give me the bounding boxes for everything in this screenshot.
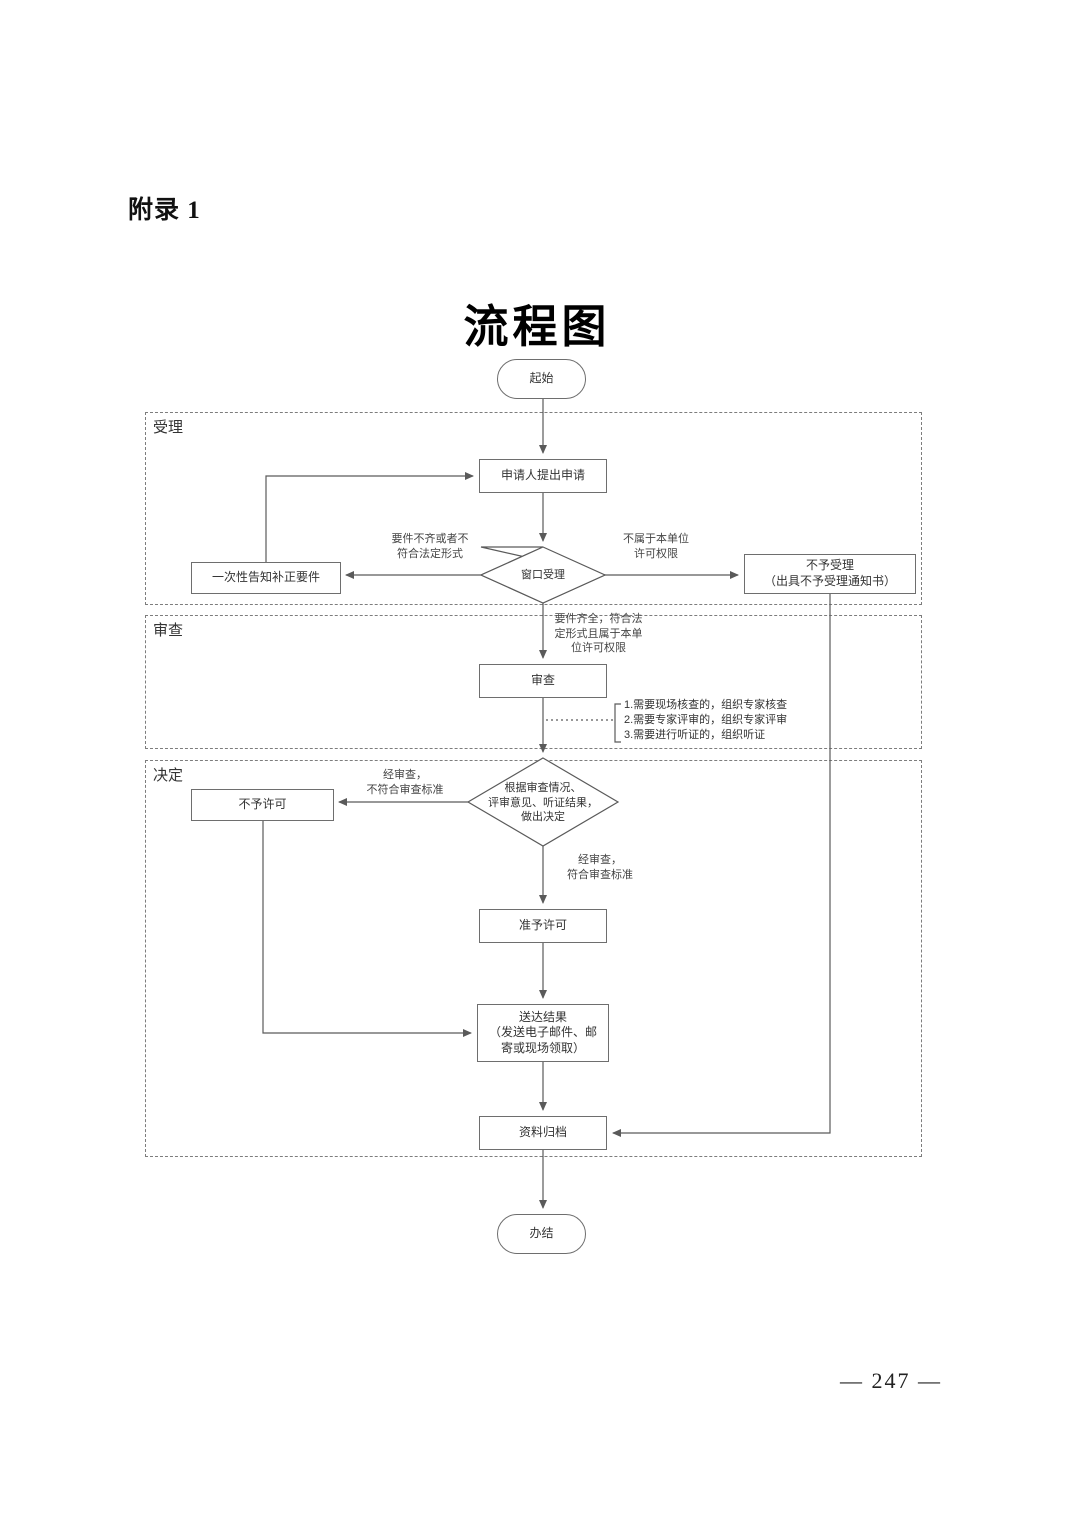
review-node: 审查 [479, 664, 607, 698]
review-note-1: 1.需要现场核查的，组织专家核查 [624, 699, 788, 711]
window-review-label: 窗口受理 [521, 569, 565, 581]
end-node: 办结 [497, 1214, 586, 1254]
decision-diamond [466, 757, 620, 847]
edge-label-review-pass: 经审查， 符合审查标准 [567, 854, 633, 881]
window-review-diamond [479, 546, 607, 604]
edge-label-no-authority: 不属于本单位 许可权限 [623, 533, 689, 560]
review-note-3: 3.需要进行听证的，组织听证 [624, 729, 766, 741]
lane-review-label: 审查 [153, 622, 184, 639]
notes-bracket [614, 703, 621, 743]
page-title: 流程图 [463, 302, 611, 352]
lane-decision: 决定 [145, 760, 922, 1157]
apply-node: 申请人提出申请 [479, 459, 607, 493]
connector-supplement-apply [265, 472, 474, 562]
deliver-node: 送达结果 （发送电子邮件、邮 寄或现场领取） [477, 1004, 609, 1062]
connector-notaccepted-archive [612, 594, 831, 1137]
appendix-label: 附录 1 [128, 197, 201, 224]
lane-acceptance: 受理 [145, 412, 922, 605]
review-note-2: 2.需要专家评审的，组织专家评审 [624, 714, 788, 726]
archive-node: 资料归档 [479, 1116, 607, 1150]
page-number: — 247 — [840, 1368, 942, 1393]
connector-deny-deliver [262, 821, 472, 1037]
lane-acceptance-label: 受理 [153, 419, 184, 436]
edge-label-incomplete: 要件不齐或者不 符合法定形式 [391, 533, 469, 560]
decision-diamond-label: 根据审查情况、 评审意见、听证结果， 做出决定 [488, 782, 598, 824]
not-accepted-node: 不予受理 （出具不予受理通知书） [744, 554, 916, 594]
supplement-notice-node: 一次性告知补正要件 [191, 562, 341, 594]
lane-decision-label: 决定 [153, 767, 184, 784]
grant-node: 准予许可 [479, 909, 607, 943]
start-node: 起始 [497, 359, 586, 399]
lane-review: 审查 [145, 615, 922, 749]
deny-node: 不予许可 [191, 789, 334, 821]
review-notes: 1.需要现场核查的，组织专家核查 2.需要专家评审的，组织专家评审 3.需要进行… [624, 698, 787, 743]
edge-label-review-fail: 经审查， 不符合审查标准 [366, 769, 444, 796]
edge-label-complete: 要件齐全，符合法 定形式且属于本单 位许可权限 [554, 613, 643, 655]
